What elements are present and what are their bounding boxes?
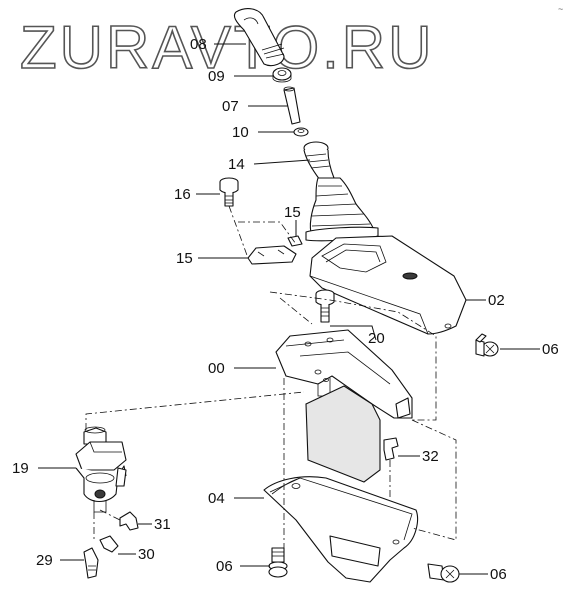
- base-bracket-part: [275, 329, 413, 483]
- bracket-dashline: [238, 221, 297, 245]
- fitting-30-part: [99, 535, 119, 553]
- pilot-valve-part: [75, 426, 127, 513]
- lower-housing-part: [263, 476, 419, 583]
- callout-labels: 08 09 07 10 14 16 15 15 02 20 06 00 19 3…: [12, 36, 559, 583]
- fitting-31-part: [119, 511, 139, 531]
- bracket-plate-part: [247, 235, 303, 265]
- lever-knob-part: [233, 8, 285, 67]
- lever-rod-part: [283, 86, 301, 125]
- callout-15-lower: 15: [176, 250, 193, 267]
- leader-lines: [38, 43, 540, 575]
- watermark-text: ZURAVTO.RU: [20, 14, 434, 81]
- lock-nut-part: [272, 67, 292, 83]
- callout-06-bottom: 06: [216, 558, 233, 575]
- callout-07: 07: [222, 98, 239, 115]
- callout-30: 30: [138, 546, 155, 563]
- callout-04: 04: [208, 490, 225, 507]
- fitting-32-part: [383, 437, 399, 461]
- callout-09: 09: [208, 68, 225, 85]
- bolt-06-right-part: [475, 333, 499, 357]
- console-cover-part: [309, 235, 467, 335]
- callout-06-bottom-right: 06: [490, 566, 507, 583]
- callout-16: 16: [174, 186, 191, 203]
- lever-boot-part: [305, 177, 379, 242]
- callout-32: 32: [422, 448, 439, 465]
- fitting-29-part: [83, 547, 99, 579]
- callout-20: 20: [368, 330, 385, 347]
- callout-02: 02: [488, 292, 505, 309]
- lever-tube-part: [303, 141, 335, 181]
- callout-29: 29: [36, 552, 53, 569]
- callout-31: 31: [154, 516, 171, 533]
- callout-14: 14: [228, 156, 245, 173]
- callout-10: 10: [232, 124, 249, 141]
- callout-19: 19: [12, 460, 29, 477]
- callout-00: 00: [208, 360, 225, 377]
- bolt-16-dashline: [228, 205, 249, 259]
- bolt-16-part: [219, 177, 239, 207]
- assembly-line-fittings: [93, 509, 121, 540]
- bolt-06-bottom-part: [268, 547, 288, 578]
- assembly-line-valve: [85, 391, 305, 430]
- callout-15-upper: 15: [284, 204, 301, 221]
- callout-08: 08: [190, 36, 207, 53]
- corner-mark: ~: [558, 4, 563, 14]
- small-nut-part: [293, 127, 309, 137]
- callout-06-right: 06: [542, 341, 559, 358]
- assembly-line-cover: [269, 291, 437, 421]
- assembly-line-right: [411, 419, 457, 541]
- bolt-20-part: [315, 289, 335, 323]
- assembly-line-base: [279, 297, 313, 325]
- bolt-06-bottom-right-part: [427, 563, 460, 583]
